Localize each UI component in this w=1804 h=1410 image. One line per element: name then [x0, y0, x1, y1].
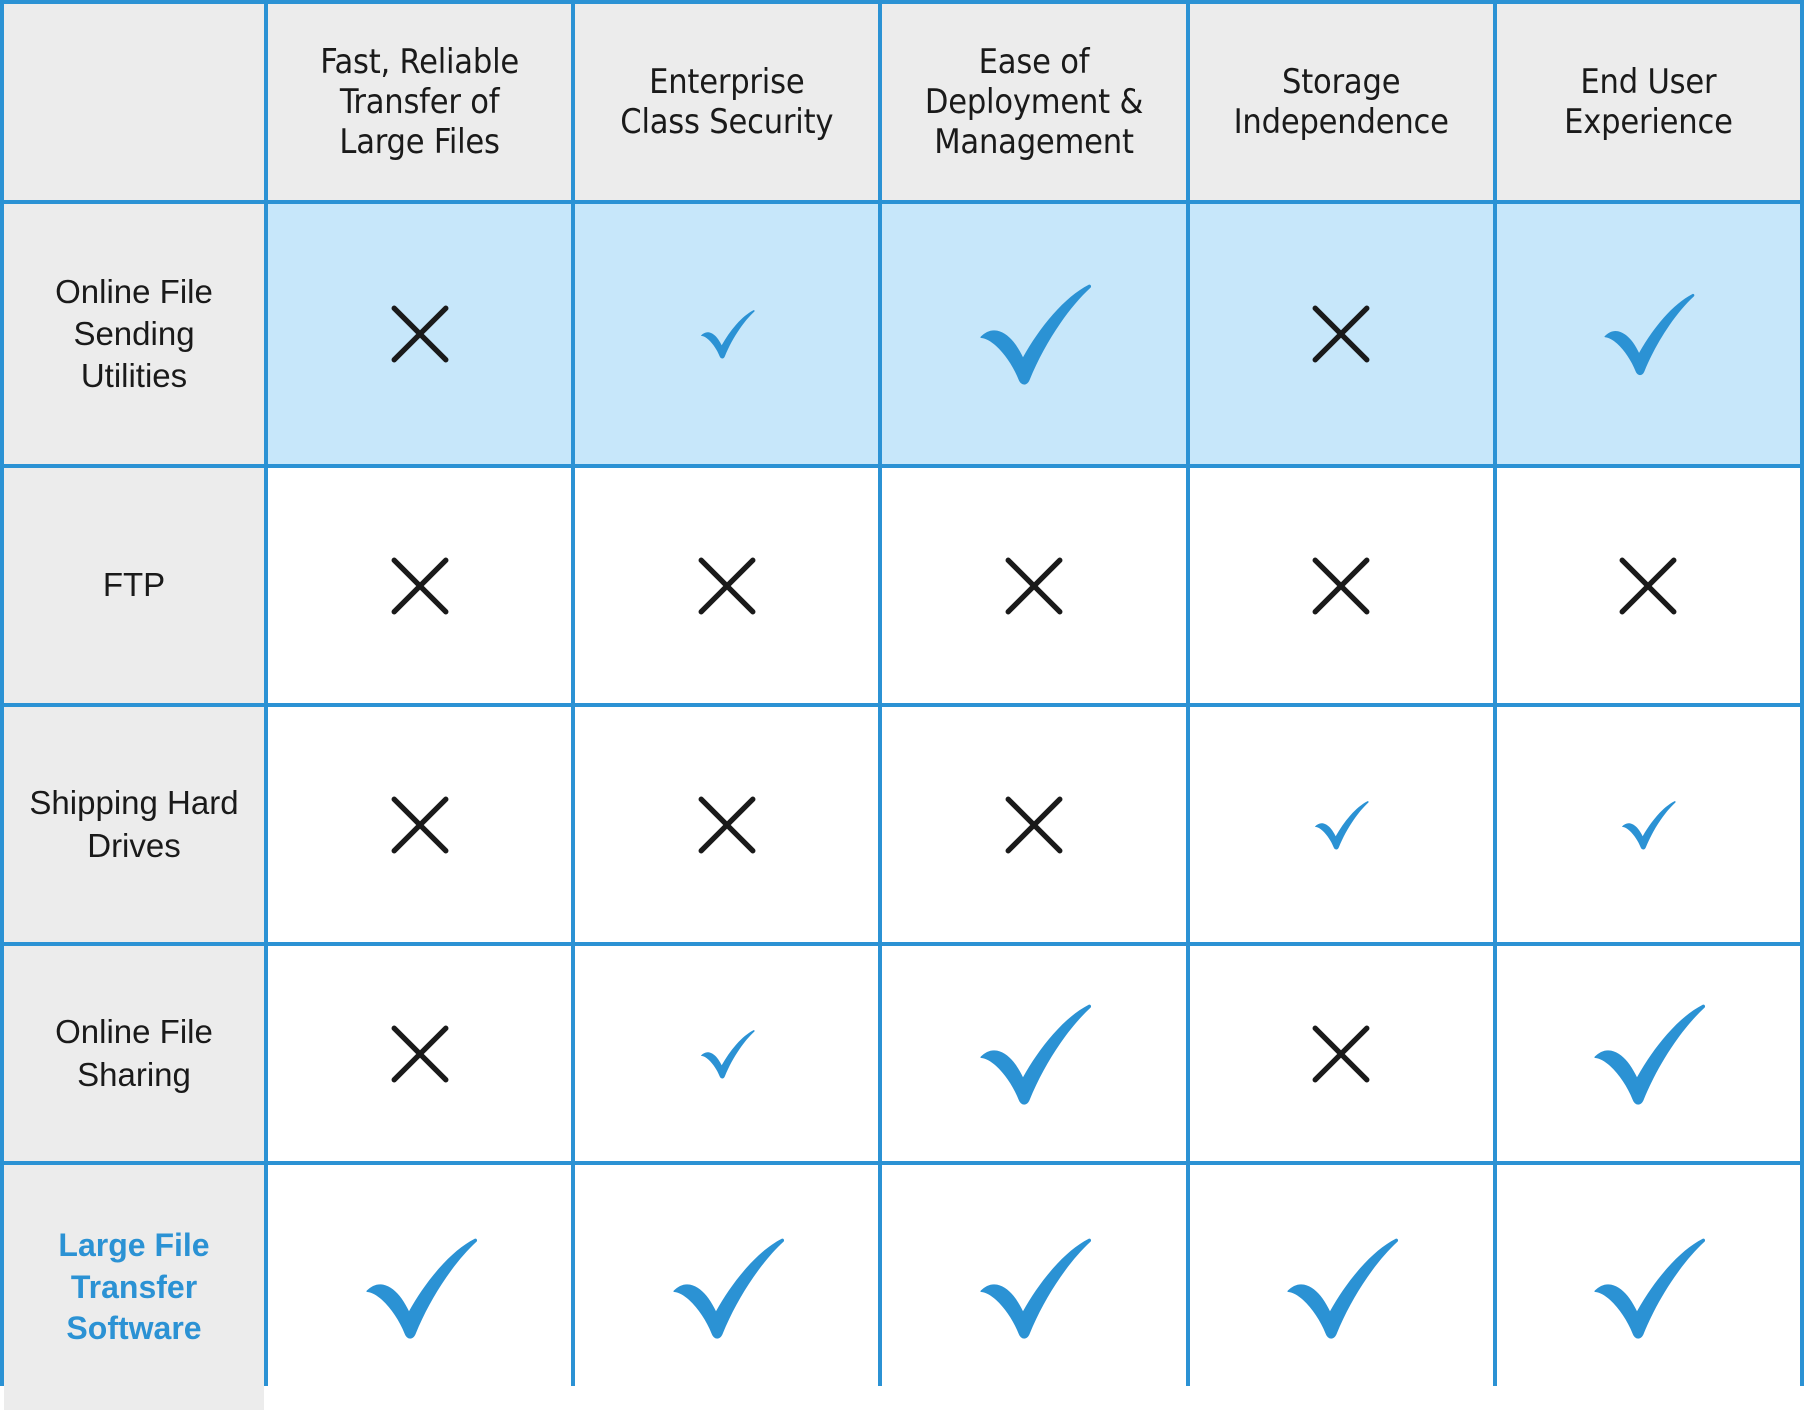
cross-icon	[991, 543, 1077, 629]
cross-icon	[1298, 291, 1384, 377]
cell-r1-c5	[1496, 204, 1800, 464]
check-icon	[1277, 1224, 1405, 1352]
check-icon	[1310, 794, 1372, 856]
cell-r2-c3	[882, 468, 1186, 703]
table-corner-cell	[4, 4, 264, 200]
check-icon	[696, 1023, 758, 1085]
cross-icon	[684, 543, 770, 629]
cell-r4-c3	[882, 946, 1186, 1161]
cell-r5-c4	[1189, 1165, 1493, 1410]
cell-r5-c2	[575, 1165, 879, 1410]
cell-r2-c1	[268, 468, 572, 703]
cell-r5-c5	[1496, 1165, 1800, 1410]
cell-r3-c5	[1496, 707, 1800, 942]
cell-r3-c4	[1189, 707, 1493, 942]
check-icon	[970, 1224, 1098, 1352]
cross-icon	[1605, 543, 1691, 629]
cell-r3-c1	[268, 707, 572, 942]
cell-r5-c1	[268, 1165, 572, 1410]
check-icon	[1584, 990, 1712, 1118]
cell-r2-c2	[575, 468, 879, 703]
cross-icon	[377, 1011, 463, 1097]
cross-icon	[1298, 543, 1384, 629]
cell-r2-c5	[1496, 468, 1800, 703]
cross-icon	[377, 543, 463, 629]
check-icon	[1596, 282, 1700, 386]
check-icon	[1617, 794, 1679, 856]
cell-r1-c1	[268, 204, 572, 464]
cross-icon	[377, 782, 463, 868]
cell-r4-c2	[575, 946, 879, 1161]
row-label-2: FTP	[4, 468, 264, 703]
cell-r1-c3	[882, 204, 1186, 464]
cross-icon	[991, 782, 1077, 868]
cell-r3-c3	[882, 707, 1186, 942]
cell-r4-c4	[1189, 946, 1493, 1161]
cell-r5-c3	[882, 1165, 1186, 1410]
cell-r4-c5	[1496, 946, 1800, 1161]
check-icon	[1584, 1224, 1712, 1352]
row-label-text: FTP	[102, 566, 166, 604]
cell-r1-c4	[1189, 204, 1493, 464]
cell-r4-c1	[268, 946, 572, 1161]
check-icon	[970, 270, 1098, 398]
cross-icon	[1298, 1011, 1384, 1097]
cell-r3-c2	[575, 707, 879, 942]
cross-icon	[684, 782, 770, 868]
check-icon	[970, 990, 1098, 1118]
cell-r2-c4	[1189, 468, 1493, 703]
check-icon	[663, 1224, 791, 1352]
cross-icon	[377, 291, 463, 377]
check-icon	[356, 1224, 484, 1352]
cell-r1-c2	[575, 204, 879, 464]
check-icon	[696, 303, 758, 365]
